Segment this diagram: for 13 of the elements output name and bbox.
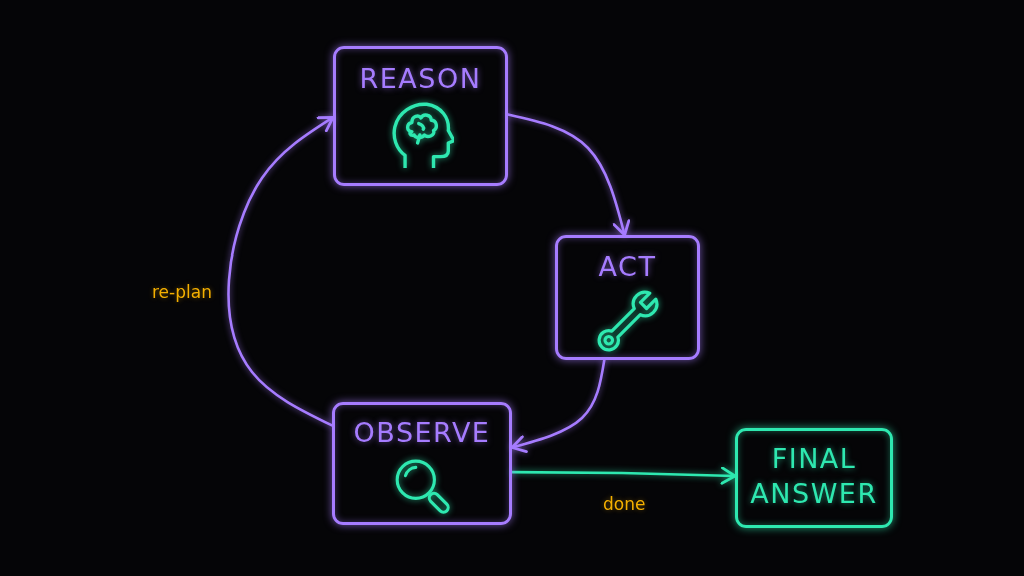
node-title: ACT (598, 250, 657, 284)
arrow (227, 116, 335, 427)
process-box (735, 428, 893, 528)
node-title: FINAL ANSWER (749, 442, 879, 512)
node-title: REASON (359, 62, 482, 96)
process-box (332, 402, 512, 525)
arrow (510, 358, 606, 453)
process-box (333, 46, 508, 186)
arrow (506, 113, 631, 237)
arrow (510, 466, 737, 485)
process-box (555, 235, 700, 360)
edge-label: re-plan (150, 281, 214, 304)
node-title: OBSERVE (353, 416, 491, 450)
